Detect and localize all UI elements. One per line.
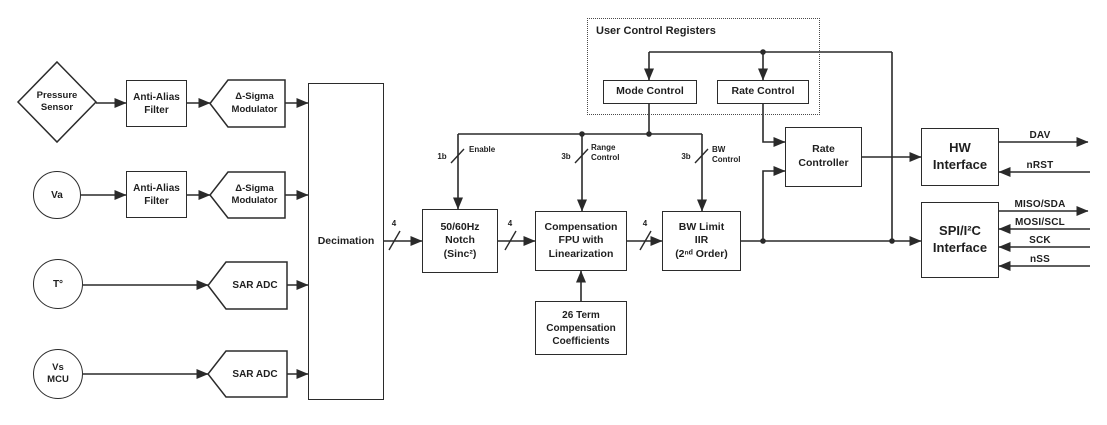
hw-interface-block: HW Interface — [921, 128, 999, 186]
pressure-sensor-diamond — [16, 60, 98, 144]
delta-sigma-modulator-1-shape — [209, 79, 286, 128]
junction-dot — [579, 131, 585, 137]
mode-control-register: Mode Control — [603, 80, 697, 104]
temperature-source: T° — [33, 259, 83, 309]
sar-adc-1-shape — [207, 261, 288, 310]
compensation-coefficients-block: 26 Term Compensation Coefficients — [535, 301, 627, 355]
miso-sda-pin-label: MISO/SDA — [1014, 198, 1066, 210]
bus-slash — [450, 148, 465, 164]
sar-adc-2-shape — [207, 350, 288, 398]
decimation-block: Decimation — [308, 83, 384, 400]
sar-adc-1-label: SAR ADC — [232, 280, 278, 291]
bus-slash — [504, 230, 517, 251]
sar-adc-2-label: SAR ADC — [232, 368, 278, 380]
bw-control-label: BW Control — [712, 144, 741, 164]
junction-dot — [760, 49, 766, 55]
bus-slash — [388, 230, 401, 251]
bus-width-label-fpu-out: 4 — [642, 218, 648, 228]
rate-controller-block: Rate Controller — [785, 127, 862, 187]
junction-dot — [760, 238, 766, 244]
anti-alias-filter-2: Anti-Alias Filter — [126, 171, 187, 218]
anti-alias-filter-1: Anti-Alias Filter — [126, 80, 187, 127]
range-width-label: 3b — [561, 151, 571, 161]
enable-label: Enable — [469, 144, 496, 154]
delta-sigma-modulator-1-label: Δ-Sigma Modulator — [231, 91, 278, 115]
delta-sigma-modulator-2-shape — [209, 171, 286, 219]
bw-width-label: 3b — [681, 151, 691, 161]
range-control-label: Range Control — [591, 142, 620, 162]
notch-filter-block: 50/60Hz Notch (Sinc²) — [422, 209, 498, 273]
dav-pin-label: DAV — [1029, 129, 1051, 141]
va-source: Va — [33, 171, 81, 219]
nss-pin-label: nSS — [1029, 253, 1051, 265]
bus-width-label-notch-out: 4 — [507, 218, 513, 228]
wire-ratecontrol-to-ratecontroller — [762, 104, 786, 147]
spi-i2c-interface-block: SPI/I²C Interface — [921, 202, 999, 278]
bus-slash — [639, 230, 652, 251]
junction-dot — [646, 131, 652, 137]
bus-slash — [574, 148, 589, 164]
bw-limit-iir-block: BW Limit IIR (2ⁿᵈ Order) — [662, 211, 741, 271]
nrst-pin-label: nRST — [1026, 159, 1054, 171]
compensation-fpu-block: Compensation FPU with Linearization — [535, 211, 627, 271]
junction-dot — [889, 238, 895, 244]
wire-feedback-to-ratecontroller — [762, 166, 786, 241]
mosi-scl-pin-label: MOSI/SCL — [1015, 216, 1065, 228]
user-control-registers-group — [587, 18, 820, 115]
enable-width-label: 1b — [437, 151, 447, 161]
bus-width-label-decimation-out: 4 — [391, 218, 397, 228]
rate-control-register: Rate Control — [717, 80, 809, 104]
sck-pin-label: SCK — [1029, 234, 1051, 246]
delta-sigma-modulator-2-label: Δ-Sigma Modulator — [231, 182, 278, 206]
pressure-sensor-source: Pressure Sensor — [36, 89, 78, 113]
user-control-registers-title: User Control Registers — [596, 25, 716, 38]
vs-mcu-source: Vs MCU — [33, 349, 83, 399]
bus-slash — [694, 148, 709, 164]
